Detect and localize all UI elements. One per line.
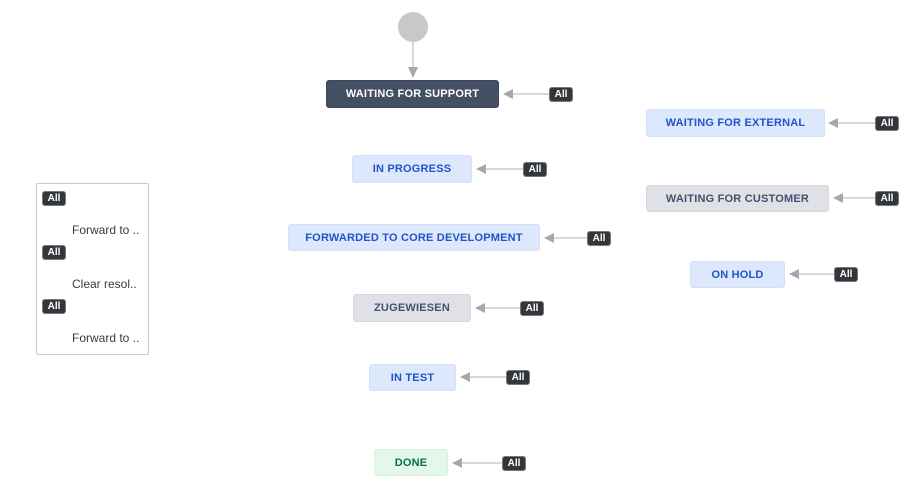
start-node[interactable] — [398, 12, 428, 42]
transition-all-badge[interactable]: All — [502, 456, 526, 471]
loop-transition-label[interactable]: Clear resol.. — [70, 277, 139, 291]
transition-all-badge[interactable]: All — [42, 299, 66, 314]
transition-all-badge[interactable]: All — [520, 301, 544, 316]
loop-transition-label[interactable]: Forward to .. — [70, 331, 142, 345]
transition-arrow-in-progress — [476, 164, 523, 174]
status-on-hold[interactable]: ON HOLD — [690, 261, 785, 288]
status-waiting-for-support[interactable]: WAITING FOR SUPPORT — [326, 80, 499, 108]
transition-all-badge[interactable]: All — [42, 191, 66, 206]
transition-arrow-in-test — [460, 372, 506, 382]
transition-all-badge[interactable]: All — [549, 87, 573, 102]
status-in-test[interactable]: IN TEST — [369, 364, 456, 391]
transition-all-badge[interactable]: All — [587, 231, 611, 246]
status-zugewiesen[interactable]: ZUGEWIESEN — [353, 294, 471, 322]
transition-arrow-zugewiesen — [475, 303, 520, 313]
status-in-progress[interactable]: IN PROGRESS — [352, 155, 472, 183]
transition-arrow-waiting-for-customer — [833, 193, 875, 203]
status-waiting-for-external[interactable]: WAITING FOR EXTERNAL — [646, 109, 825, 137]
transition-all-badge[interactable]: All — [506, 370, 530, 385]
status-forwarded-to-core-development[interactable]: FORWARDED TO CORE DEVELOPMENT — [288, 224, 540, 251]
status-waiting-for-customer[interactable]: WAITING FOR CUSTOMER — [646, 185, 829, 212]
loop-transition-label[interactable]: Forward to .. — [70, 223, 142, 237]
transition-all-badge[interactable]: All — [875, 116, 899, 131]
global-transitions-panel — [36, 183, 149, 355]
transition-all-badge[interactable]: All — [42, 245, 66, 260]
start-arrow — [408, 42, 418, 78]
transition-all-badge[interactable]: All — [523, 162, 547, 177]
transition-all-badge[interactable]: All — [834, 267, 858, 282]
transition-arrow-waiting-for-support — [503, 89, 549, 99]
transition-arrow-forwarded-to-core-development — [544, 233, 587, 243]
transition-arrow-on-hold — [789, 269, 834, 279]
transition-all-badge[interactable]: All — [875, 191, 899, 206]
transition-arrow-done — [452, 458, 502, 468]
transition-arrow-waiting-for-external — [828, 118, 875, 128]
status-done[interactable]: DONE — [374, 449, 448, 476]
